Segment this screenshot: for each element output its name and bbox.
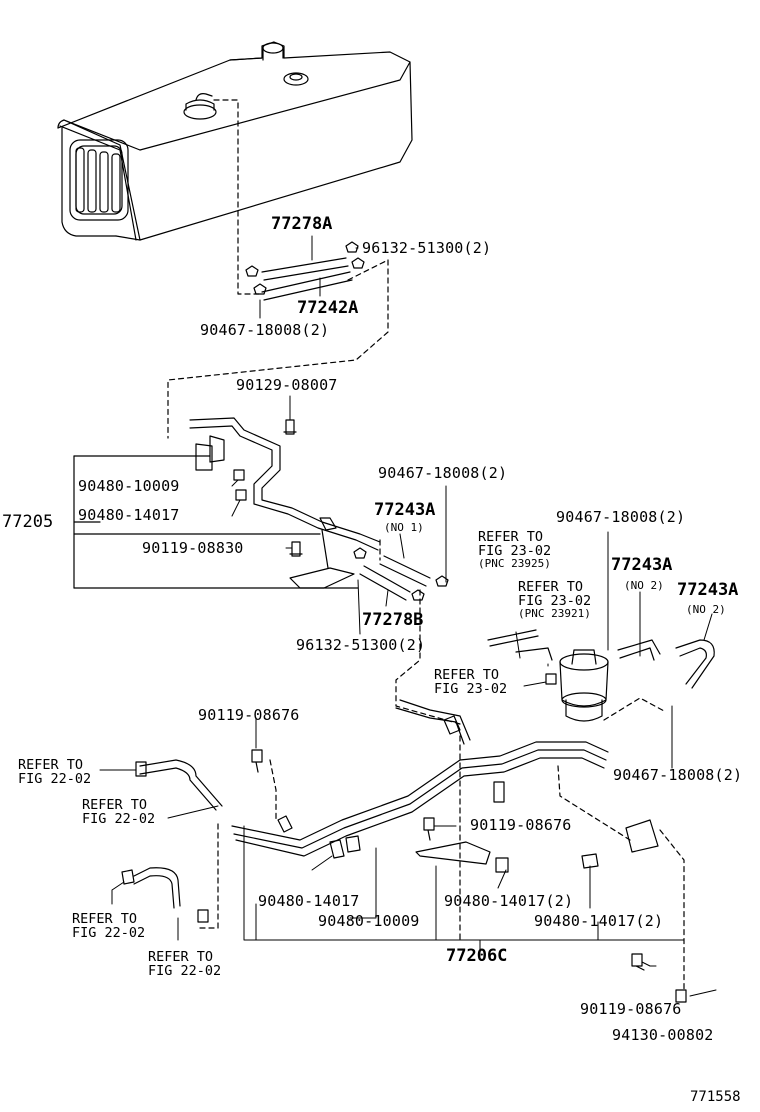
part-leaders — [99, 235, 717, 997]
label-77278B: 77278B — [362, 610, 424, 630]
label-no2-b: (NO 2) — [686, 603, 726, 616]
refer-line2: FIG 23-02 — [518, 593, 592, 610]
refer-line2: FIG 22-02 — [18, 771, 92, 788]
label-77206C: 77206C — [446, 946, 508, 966]
label-refer-22-02-d: REFER TO FIG 22-02 — [148, 949, 222, 980]
leader-lines — [167, 99, 685, 993]
lower-clamps — [329, 781, 659, 873]
label-77278A: 77278A — [271, 214, 333, 234]
label-77243A-no1: 77243A — [374, 500, 436, 520]
label-90467-18008-right: 90467-18008(2) — [556, 508, 686, 526]
label-refer-23-02-b: REFER TO FIG 23-02 (PNC 23921) — [518, 580, 591, 620]
label-90119-08830: 90119-08830 — [142, 539, 244, 557]
label-94130-00802: 94130-00802 — [612, 1026, 714, 1044]
label-90119-08676-c: 90119-08676 — [470, 816, 572, 834]
refer-line2: FIG 22-02 — [72, 925, 146, 942]
fuel-line-77206C — [231, 699, 609, 857]
label-90119-08676-d: 90119-08676 — [580, 1000, 682, 1018]
hose-77278B — [359, 565, 411, 601]
hose-clips-top — [245, 241, 365, 295]
label-90467-18008-mid: 90467-18008(2) — [378, 464, 508, 482]
pnc-23925: (PNC 23925) — [478, 557, 551, 571]
hose-refer-22-02 — [121, 759, 223, 923]
fuel-line-77205 — [189, 417, 381, 589]
fuel-tank — [57, 41, 413, 241]
label-refer-23-02-a: REFER TO FIG 23-02 (PNC 23925) — [478, 530, 551, 570]
refer-line2: FIG 23-02 — [478, 543, 552, 560]
label-96132-51300-top: 96132-51300(2) — [362, 239, 492, 257]
fuel-sender-unit — [183, 93, 217, 120]
label-90480-14017-b: 90480-14017 — [258, 892, 360, 910]
label-90480-14017-d: 90480-14017(2) — [534, 912, 664, 930]
label-90119-08676-b: 90119-08676 — [198, 706, 300, 724]
label-90480-10009-a: 90480-10009 — [78, 477, 180, 495]
refer-line1: REFER TO — [148, 949, 214, 965]
pnc-23921: (PNC 23921) — [518, 607, 591, 621]
refer-line1: REFER TO — [82, 797, 148, 813]
label-77242A: 77242A — [297, 298, 359, 318]
label-77243A-no2-b: 77243A — [677, 580, 739, 600]
refer-line1: REFER TO — [478, 529, 544, 545]
refer-line2: FIG 22-02 — [148, 963, 222, 980]
label-90467-18008-top: 90467-18008(2) — [200, 321, 330, 339]
label-90480-10009-b: 90480-10009 — [318, 912, 420, 930]
label-90129-08007: 90129-08007 — [236, 376, 338, 394]
label-90480-14017-a: 90480-14017 — [78, 506, 180, 524]
fuel-filter — [559, 649, 609, 722]
label-refer-22-02-a: REFER TO FIG 22-02 — [18, 757, 92, 788]
label-no2-a: (NO 2) — [624, 579, 664, 592]
hose-77278A — [261, 257, 349, 281]
label-refer-22-02-c: REFER TO FIG 22-02 — [72, 911, 146, 942]
hose-77243A-no1 — [379, 555, 431, 587]
label-refer-22-02-b: REFER TO FIG 22-02 — [82, 797, 156, 828]
refer-line2: FIG 22-02 — [82, 811, 156, 828]
label-96132-51300-mid: 96132-51300(2) — [296, 636, 426, 654]
refer-line1: REFER TO — [18, 757, 84, 773]
figure-id: 771558 — [690, 1089, 741, 1105]
hose-clips-mid — [353, 547, 449, 601]
bolts — [233, 419, 687, 1003]
label-90467-18008-low: 90467-18008(2) — [613, 766, 743, 784]
refer-line1: REFER TO — [518, 579, 584, 595]
refer-line1: REFER TO — [72, 911, 138, 927]
bracket-77205-arms — [73, 455, 211, 589]
label-77205: 77205 — [2, 512, 54, 532]
hose-77242A — [261, 271, 353, 301]
label-no1: (NO 1) — [384, 521, 424, 534]
filter-hoses — [487, 629, 715, 689]
label-refer-23-02-c: REFER TO FIG 23-02 — [434, 667, 508, 698]
label-77243A-no2-a: 77243A — [611, 555, 673, 575]
refer-line2: FIG 23-02 — [434, 681, 508, 698]
refer-line1: REFER TO — [434, 667, 500, 683]
label-90480-14017-c: 90480-14017(2) — [444, 892, 574, 910]
